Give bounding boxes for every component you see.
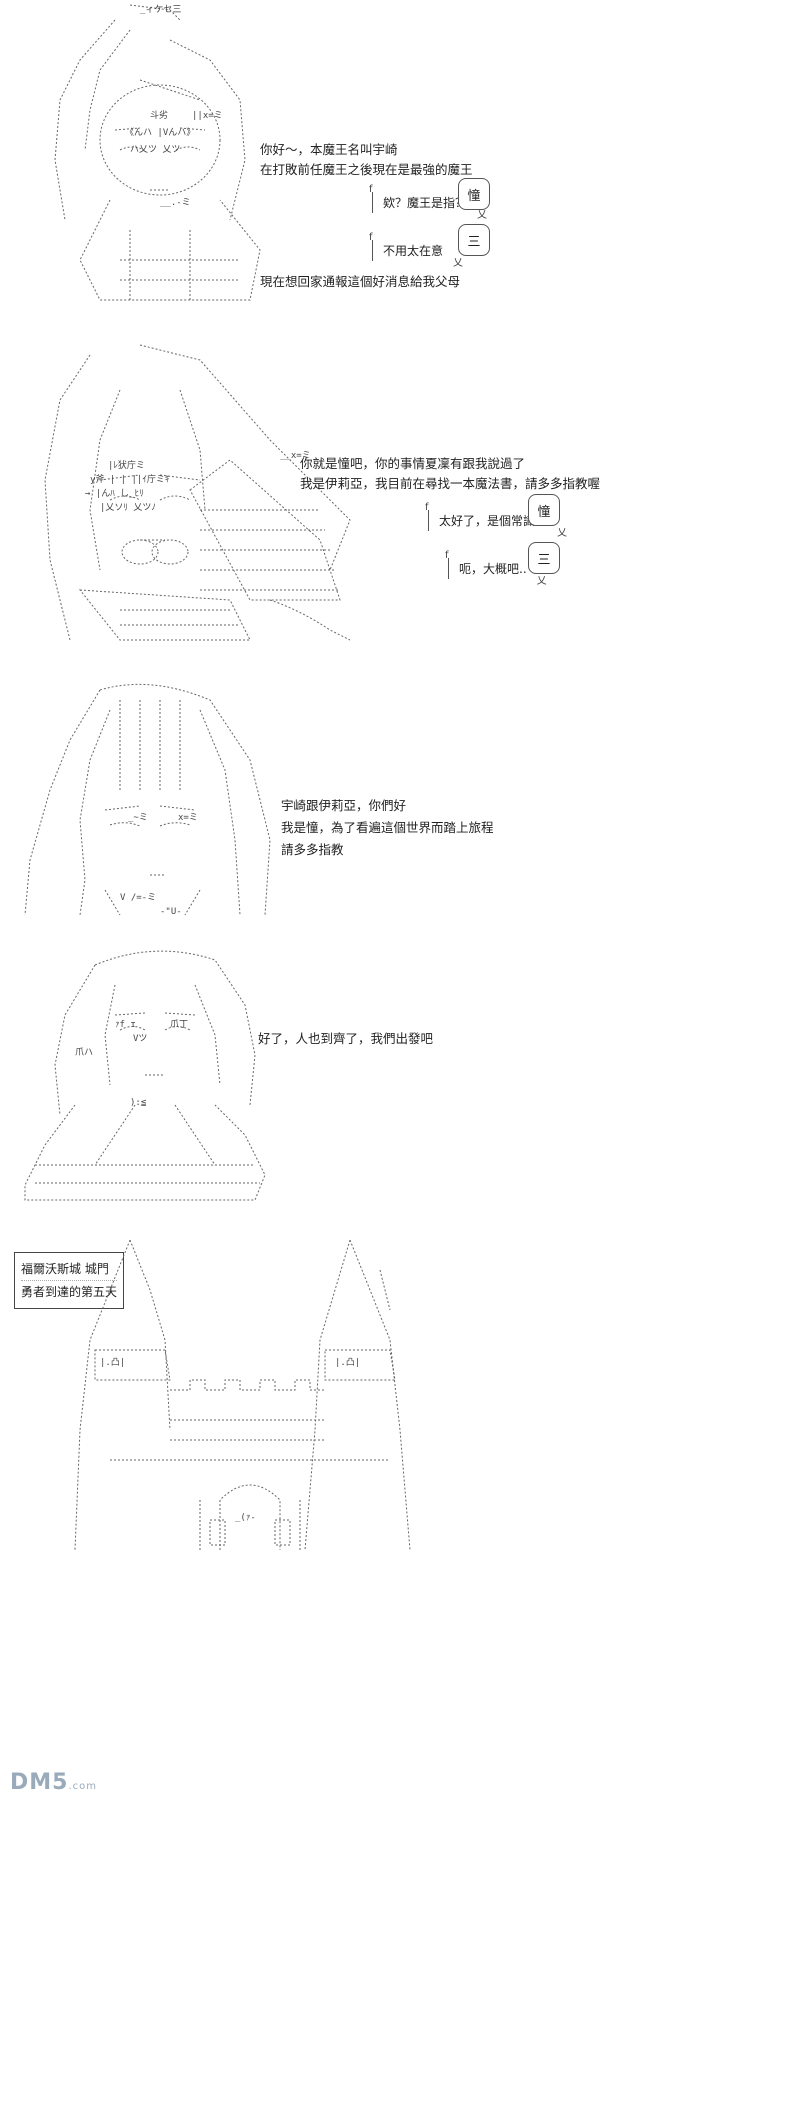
- svg-text:):≦: ):≦: [130, 1098, 147, 1108]
- svg-text:|ﾚ犾庁ミ: |ﾚ犾庁ミ: [108, 459, 145, 471]
- svg-text:ｧf τ: ｧf τ: [115, 1020, 136, 1030]
- svg-text:__x=ミ: __x=ミ: [280, 451, 311, 461]
- svg-text:y斧 | | ||ｲ庁ミｷ: y斧 | | ||ｲ庁ミｷ: [90, 473, 170, 485]
- dialogue-line: 現在想回家通報這個好消息給我父母: [260, 274, 461, 289]
- svg-text:__.-ミ: __.-ミ: [160, 198, 191, 208]
- ascii-art-akogare: _~ミ x=ミ V /=-ミ -"U-: [24, 683, 271, 917]
- svg-text:ハ乂ツ 乂ツ: ハ乂ツ 乂ツ: [130, 145, 180, 155]
- watermark-brand: DM5: [10, 1770, 69, 1795]
- svg-text:|乂ソﾘ 乂ツﾉ: |乂ソﾘ 乂ツﾉ: [100, 503, 156, 513]
- speaker-tag: 三: [458, 224, 490, 256]
- dialogue-line: 我是伊莉亞，我目前在尋找一本魔法書，請多多指教喔: [300, 476, 601, 491]
- ascii-art-castle-gate: |.凸| |.凸| _(ｧ-: [74, 1239, 411, 1551]
- svg-text:|.凸|: |.凸|: [335, 1357, 360, 1368]
- dialogue-line: 好了，人也到齊了，我們出發吧: [258, 1031, 434, 1046]
- svg-text:x=ミ: x=ミ: [178, 813, 198, 823]
- speech-bubble: 太好了，是個常識人: [425, 502, 567, 539]
- dialogue-line: 你就是憧吧，你的事情夏凜有跟我說過了: [300, 456, 526, 471]
- svg-text:_~ミ: _~ミ: [128, 813, 148, 823]
- ascii-art-demon-king: _ィケセ三 斗劣 ||x=ミ 《んハ |Vんハ》 ハ乂ツ 乂ツ __.-ミ: [54, 4, 261, 301]
- svg-text:_ィケセ三: _ィケセ三: [140, 4, 181, 15]
- svg-text:→ |んﾊ し_ﾋﾘ: → |んﾊ し_ﾋﾘ: [85, 488, 144, 499]
- speaker-tag: 憧: [458, 178, 490, 210]
- ascii-art-ilia: |ﾚ犾庁ミ y斧 | | ||ｲ庁ミｷ → |んﾊ し_ﾋﾘ |乂ソﾘ 乂ツﾉ …: [44, 344, 351, 641]
- speech-bubble: 呃，大概吧..: [445, 550, 546, 587]
- ascii-art-party: ｧf τ 爪丁 Vツ 爪ハ ):≦: [24, 950, 266, 1201]
- svg-text:V /=-ミ: V /=-ミ: [120, 893, 156, 903]
- svg-text:Vツ: Vツ: [133, 1034, 147, 1044]
- svg-text:斗劣: 斗劣: [150, 109, 168, 121]
- panel-3: _~ミ x=ミ V /=-ミ -"U- 宇崎跟伊莉亞，你們好 我是憧，為了看遍這…: [0, 680, 800, 925]
- bubble-text: 不用太在意: [383, 244, 444, 258]
- watermark-logo: DM5.com: [10, 1770, 97, 2099]
- svg-text:||x=ミ: ||x=ミ: [192, 111, 223, 121]
- speech-bubble: 不用太在意: [369, 232, 463, 269]
- svg-text:爪丁: 爪丁: [170, 1019, 188, 1030]
- svg-text:-"U-: -"U-: [160, 907, 182, 917]
- caption-line: 福爾沃斯城 城門: [21, 1258, 118, 1281]
- panel-2: |ﾚ犾庁ミ y斧 | | ||ｲ庁ミｷ → |んﾊ し_ﾋﾘ |乂ソﾘ 乂ツﾉ …: [0, 340, 800, 670]
- svg-text:《んハ |Vんハ》: 《んハ |Vんハ》: [125, 127, 195, 138]
- watermark-domain: .com: [68, 1781, 98, 1792]
- dialogue-line: 在打敗前任魔王之後現在是最強的魔王: [260, 162, 473, 177]
- bubble-text: 太好了，是個常識人: [439, 514, 548, 528]
- svg-text:|.凸|: |.凸|: [100, 1357, 125, 1368]
- dialogue-line: 你好～，本魔王名叫宇崎: [260, 142, 398, 157]
- dialogue-line: 請多多指教: [281, 842, 344, 857]
- panel-5: 福爾沃斯城 城門 勇者到達的第五天 |.凸| |.凸|: [0, 1230, 800, 2105]
- dialogue-line: 我是憧，為了看遍這個世界而踏上旅程: [281, 820, 494, 835]
- speaker-tag: 憧: [528, 494, 560, 526]
- panel-1: _ィケセ三 斗劣 ||x=ミ 《んハ |Vんハ》 ハ乂ツ 乂ツ __.-ミ 你好…: [0, 0, 800, 320]
- svg-text:爪ハ: 爪ハ: [75, 1047, 93, 1058]
- bubble-text: 欸？魔王是指？: [383, 196, 468, 210]
- speaker-tag: 三: [528, 542, 560, 574]
- bubble-text: 呃，大概吧..: [459, 562, 527, 576]
- panel-4: ｧf τ 爪丁 Vツ 爪ハ ):≦ 好了，人也到齊了，我們出發吧: [0, 935, 800, 1220]
- caption-line: 勇者到達的第五天: [21, 1285, 118, 1299]
- dialogue-line: 宇崎跟伊莉亞，你們好: [281, 798, 407, 813]
- speech-bubble: 欸？魔王是指？: [369, 184, 487, 221]
- svg-text:_(ｧ-: _(ｧ-: [235, 1513, 256, 1523]
